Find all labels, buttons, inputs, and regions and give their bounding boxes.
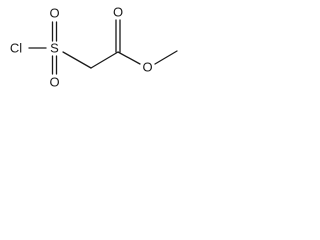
atom-label-sulfonyl-oxygen-bottom: O <box>49 75 59 90</box>
bond-ch2-carbonyl <box>90 51 119 69</box>
atom-label-sulfonyl-oxygen-top: O <box>49 6 59 21</box>
atom-label-chlorine: Cl <box>10 41 22 56</box>
chemical-structure-diagram: Cl S O O O O <box>10 5 178 90</box>
atom-label-sulfur: S <box>50 41 59 56</box>
bond-s-ch2 <box>62 51 92 69</box>
bond-carbonyl-ester-o <box>117 51 141 65</box>
atom-label-ester-oxygen: O <box>142 60 152 75</box>
atom-label-carbonyl-oxygen: O <box>113 5 123 20</box>
bond-ester-o-methyl <box>154 50 178 65</box>
